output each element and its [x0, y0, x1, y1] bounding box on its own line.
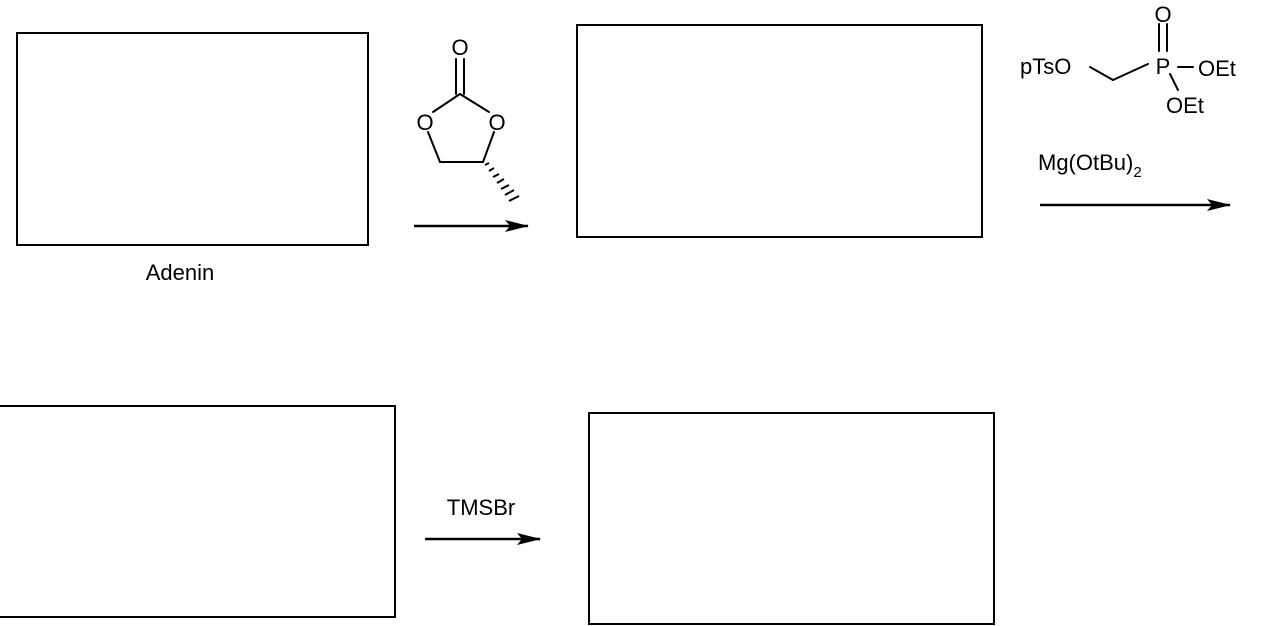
phosphorus-atom: P: [1156, 54, 1171, 79]
phosphonate-reagent-structure: pTsO O P OEt OEt: [1020, 2, 1236, 118]
hashed-wedge-bond: [484, 162, 520, 202]
base-reagent-label: Mg(OtBu)2: [1038, 150, 1142, 181]
adenin-label: Adenin: [146, 260, 215, 285]
base-reagent-subscript: 2: [1133, 164, 1141, 181]
phosphoryl-oxygen: O: [1154, 2, 1171, 27]
blank-box-starting-material: [16, 32, 369, 246]
propylene-carbonate-structure: O O O: [416, 35, 520, 202]
ring-oxygen-left: O: [416, 110, 433, 135]
blank-box-final-product: [588, 412, 995, 625]
carbonyl-oxygen: O: [451, 35, 468, 60]
base-reagent-main: Mg(OtBu): [1038, 150, 1133, 175]
blank-box-intermediate-2: [0, 405, 396, 618]
ethoxy-right: OEt: [1198, 56, 1236, 81]
blank-box-intermediate-1: [576, 24, 983, 238]
ethoxy-bottom: OEt: [1166, 93, 1204, 118]
tmsbr-reagent-label: TMSBr: [447, 495, 515, 520]
tosyloxy-label: pTsO: [1020, 54, 1071, 79]
ring-oxygen-right: O: [488, 110, 505, 135]
